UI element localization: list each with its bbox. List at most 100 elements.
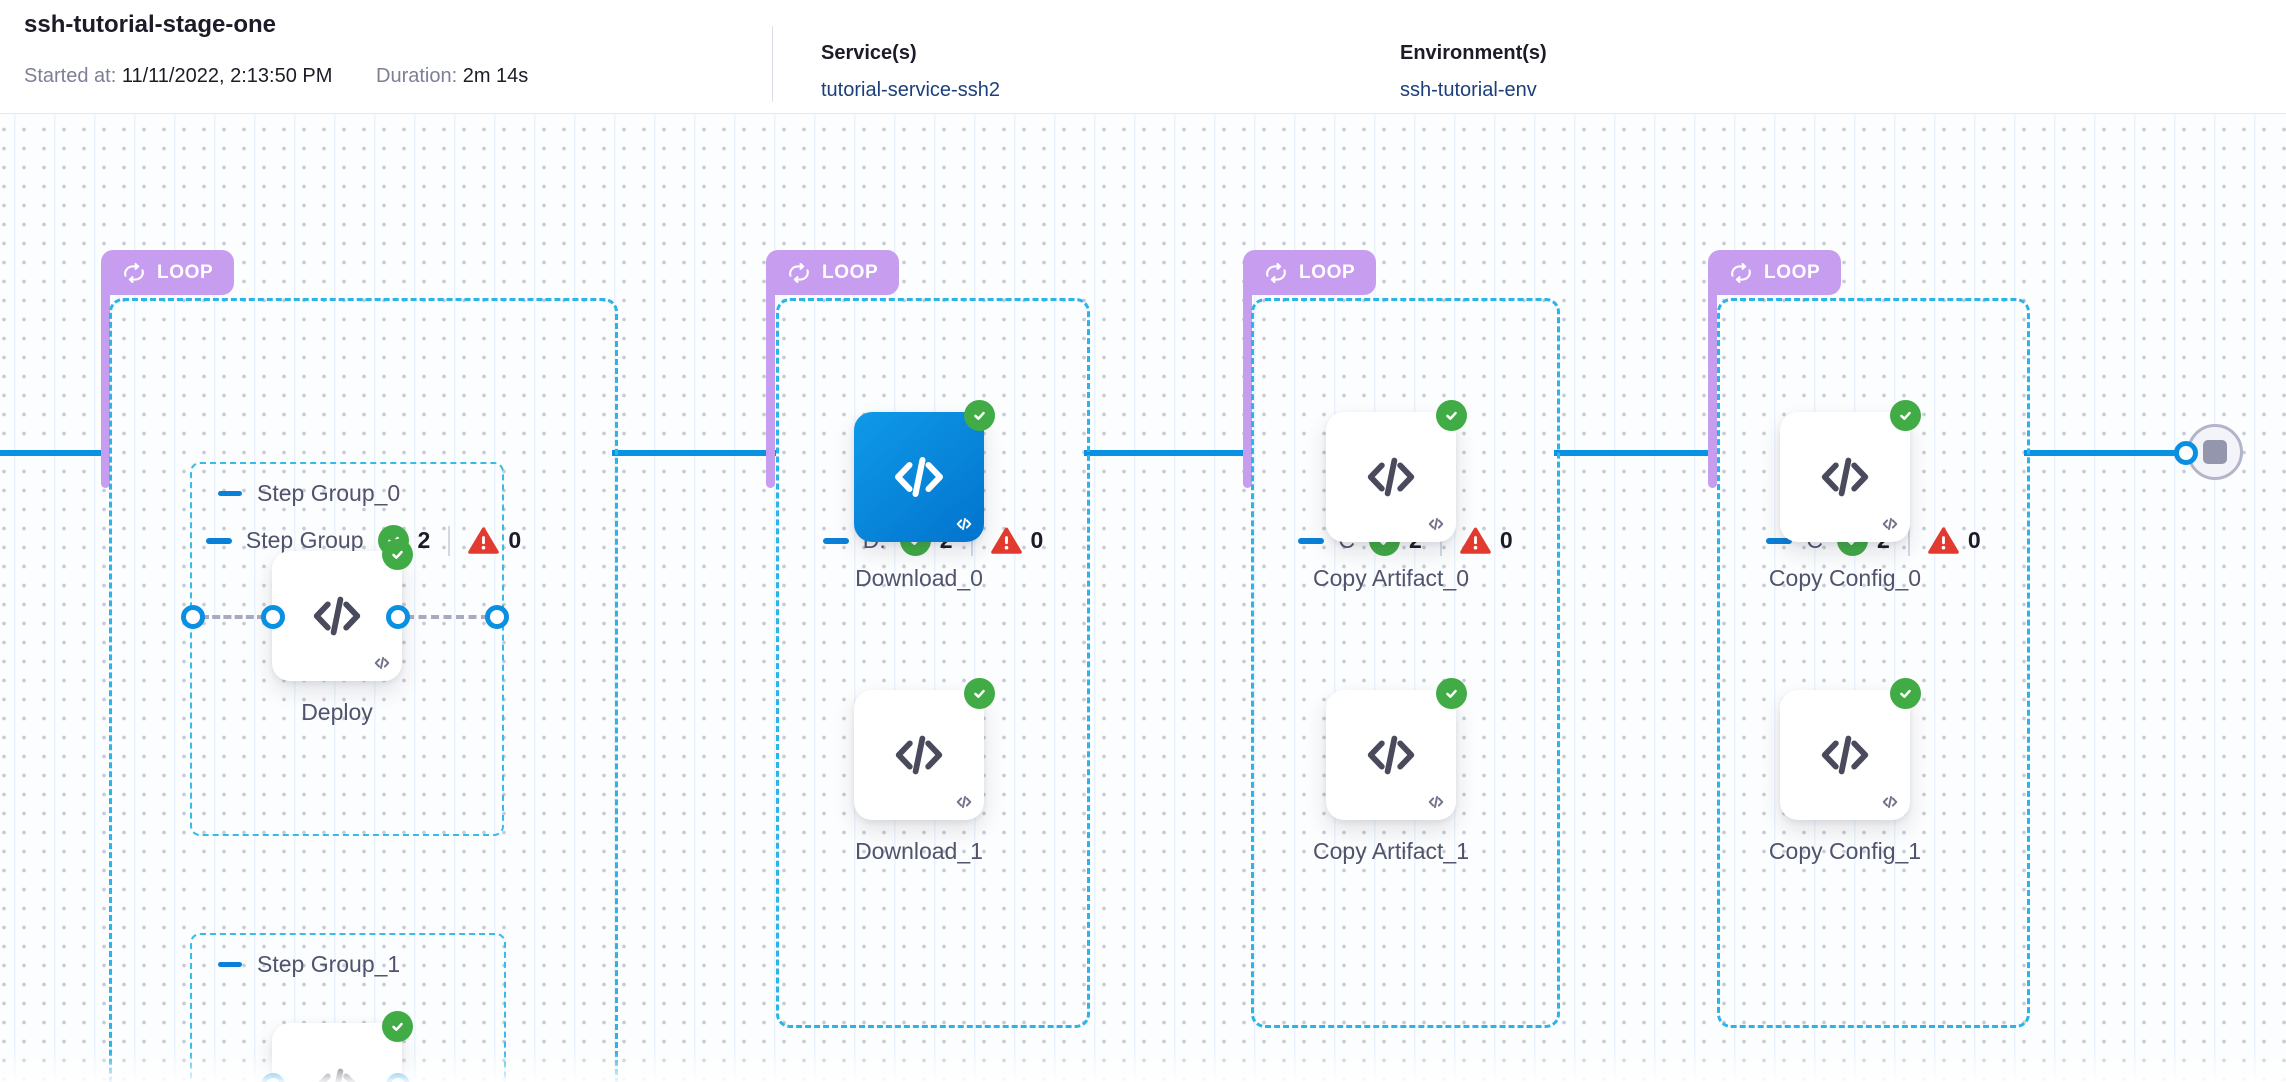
code-icon — [1816, 726, 1874, 784]
failed-stat: 0 — [468, 526, 521, 555]
step-label: Copy Artifact_0 — [1313, 565, 1469, 591]
success-badge-icon — [1436, 678, 1467, 709]
inner-step-group-1: Step Group_1 — [190, 933, 506, 1082]
connector-point — [261, 605, 285, 629]
started-value: 11/11/2022, 2:13:50 PM — [121, 65, 333, 87]
connector-point — [386, 605, 410, 629]
connector-point — [2174, 441, 2198, 465]
failed-stat: 0 — [1928, 526, 1981, 555]
connector-point — [485, 605, 509, 629]
step-type-icon — [955, 793, 973, 811]
loop-badge-label: LOOP — [1299, 261, 1356, 283]
loop-strip — [101, 291, 110, 488]
loop-badge-label: LOOP — [157, 261, 214, 283]
failed-count: 0 — [1030, 527, 1044, 553]
loop-strip — [1243, 291, 1252, 488]
code-icon — [1362, 448, 1420, 506]
execution-header: ssh-tutorial-stage-one Started at: 11/11… — [0, 0, 2286, 114]
duration-label: Duration: — [376, 65, 458, 87]
step-node-copy-artifact-0[interactable] — [1326, 400, 1467, 542]
execution-line-segment — [612, 450, 776, 456]
collapse-icon[interactable] — [218, 962, 242, 967]
step-type-icon — [373, 654, 391, 672]
warning-icon — [468, 526, 500, 555]
inner-group-label: Step Group_0 — [257, 480, 401, 506]
loop-icon — [1729, 262, 1753, 283]
header-divider — [772, 26, 773, 102]
code-icon — [889, 447, 949, 507]
failed-stat: 0 — [1460, 526, 1513, 555]
step-label: Copy Artifact_1 — [1313, 838, 1469, 864]
collapse-icon[interactable] — [218, 491, 242, 496]
warning-icon — [990, 526, 1022, 555]
started-label: Started at: — [24, 65, 117, 87]
step-label: Download_1 — [855, 838, 983, 864]
step-label: Deploy — [301, 699, 373, 725]
success-badge-icon — [1890, 678, 1921, 709]
stat-divider — [448, 525, 451, 556]
download-group-container: D. 2 0 — [776, 298, 1090, 1028]
loop-icon — [787, 262, 811, 283]
step-node-deploy[interactable] — [272, 539, 413, 681]
duration: Duration: 2m 14s — [376, 65, 528, 88]
inner-step-group-0: Step Group_0 — [190, 462, 504, 836]
collapse-icon[interactable] — [1298, 537, 1325, 544]
step-node-copy-config-0[interactable] — [1780, 400, 1921, 542]
step-node-download-1[interactable] — [854, 678, 995, 820]
step-label: Download_0 — [855, 565, 983, 591]
failed-count: 0 — [1967, 527, 1981, 553]
success-count: 2 — [417, 527, 431, 553]
loop-badge-label: LOOP — [822, 261, 879, 283]
step-node-copy-config-1[interactable] — [1780, 678, 1921, 820]
inner-group-header: Step Group_1 — [218, 951, 400, 978]
loop-badge: LOOP — [1243, 250, 1377, 295]
connector-dash — [201, 615, 265, 619]
collapse-icon[interactable] — [822, 537, 849, 544]
environment-link[interactable]: ssh-tutorial-env — [1400, 79, 1537, 101]
step-type-icon — [1427, 515, 1445, 533]
success-badge-icon — [1436, 400, 1467, 431]
started-at: Started at: 11/11/2022, 2:13:50 PM — [24, 65, 332, 88]
success-badge-icon — [382, 539, 413, 570]
success-badge-icon — [964, 400, 995, 431]
success-badge-icon — [382, 1011, 413, 1042]
pipeline-canvas[interactable]: LOOP Step Group 2 0 Step Gr — [0, 113, 2286, 1082]
execution-line-segment — [0, 450, 110, 456]
step-type-icon — [1881, 515, 1899, 533]
execution-line-segment — [1084, 450, 1251, 456]
code-icon — [308, 1059, 366, 1082]
loop-badge: LOOP — [1708, 250, 1842, 295]
loop-icon — [122, 262, 146, 283]
step-label: Copy Config_1 — [1768, 838, 1922, 864]
step-node-download-0[interactable] — [854, 400, 995, 542]
loop-strip — [1708, 291, 1717, 488]
stat-divider — [1907, 525, 1910, 556]
loop-icon — [1264, 262, 1288, 283]
warning-icon — [1928, 526, 1959, 555]
loop-strip — [766, 291, 775, 488]
code-icon — [1362, 726, 1420, 784]
services-label: Service(s) — [821, 42, 917, 64]
step-label: Copy Config_0 — [1768, 565, 1922, 591]
stop-icon — [2203, 440, 2227, 464]
step-type-icon — [1881, 793, 1899, 811]
step-group-container: Step Group 2 0 — [109, 298, 618, 1082]
step-node-partial[interactable] — [272, 1011, 413, 1082]
connector-dash — [406, 615, 489, 619]
inner-group-label: Step Group_1 — [257, 951, 401, 977]
step-node-copy-artifact-1[interactable] — [1326, 678, 1467, 820]
stage-title: ssh-tutorial-stage-one — [24, 11, 277, 38]
copy-artifact-group-container: C 2 0 — [1251, 298, 1560, 1028]
execution-line-segment — [2024, 450, 2180, 456]
service-link[interactable]: tutorial-service-ssh2 — [821, 79, 1000, 101]
loop-badge: LOOP — [766, 250, 900, 295]
loop-badge: LOOP — [101, 250, 235, 295]
loop-badge-label: LOOP — [1764, 261, 1821, 283]
code-icon — [1816, 448, 1874, 506]
collapse-icon[interactable] — [1766, 537, 1793, 544]
failed-stat: 0 — [990, 526, 1044, 555]
failed-count: 0 — [1499, 527, 1513, 553]
group-label: Step Group — [245, 527, 364, 553]
failed-count: 0 — [508, 527, 522, 553]
collapse-icon[interactable] — [205, 537, 232, 544]
